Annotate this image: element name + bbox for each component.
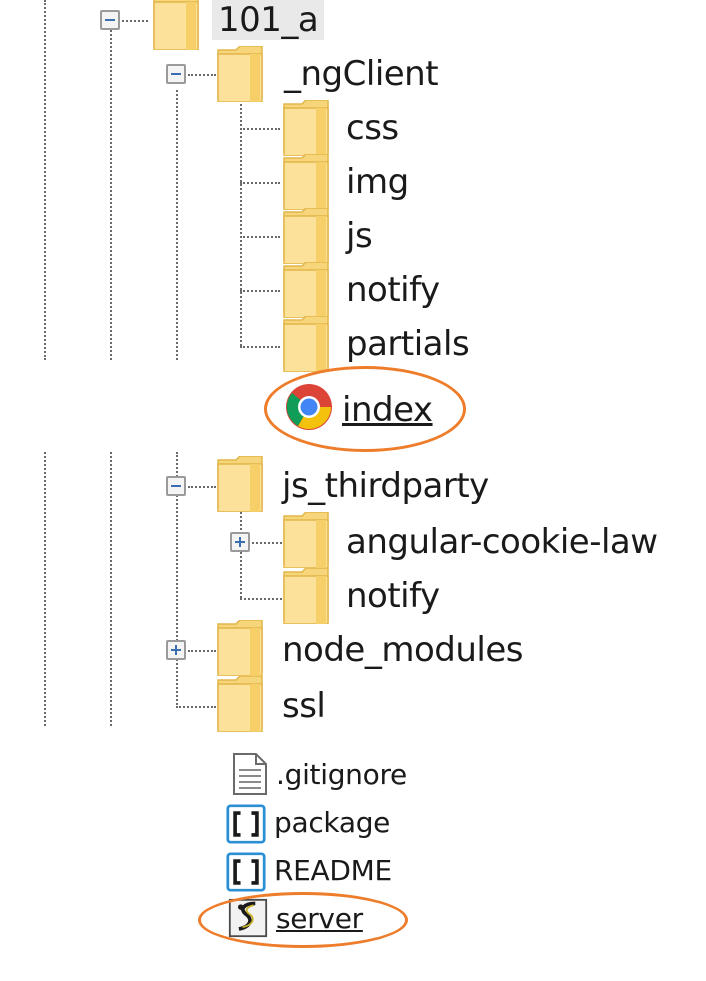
json-brackets-icon xyxy=(226,804,266,844)
folder-icon xyxy=(283,100,329,156)
tree-connector xyxy=(240,290,280,292)
text-file-icon xyxy=(233,753,267,795)
tree-connector xyxy=(252,542,282,544)
tree-connector xyxy=(240,346,280,348)
folder-icon xyxy=(217,676,263,732)
folder-icon xyxy=(283,568,329,624)
tree-guide-line xyxy=(176,452,178,708)
tree-connector xyxy=(122,20,148,22)
tree-item-img[interactable]: img xyxy=(346,162,409,202)
folder-icon xyxy=(283,208,329,264)
tree-guide-line xyxy=(110,452,112,726)
tree-guide-line xyxy=(240,92,242,346)
folder-icon xyxy=(217,46,263,102)
tree-item-ngclient[interactable]: _ngClient xyxy=(284,54,439,94)
tree-connector xyxy=(188,486,216,488)
folder-icon xyxy=(217,456,263,512)
tree-guide-line xyxy=(44,452,46,726)
expand-toggle-node-modules[interactable] xyxy=(166,640,186,660)
tree-item-node-modules[interactable]: node_modules xyxy=(282,630,523,670)
expand-toggle-angular-cookie-law[interactable] xyxy=(230,532,250,552)
tree-item-partials[interactable]: partials xyxy=(346,324,470,364)
folder-icon xyxy=(153,0,199,50)
tree-item-js[interactable]: js xyxy=(346,216,373,256)
tree-item-readme[interactable]: README xyxy=(274,854,392,887)
tree-item-package[interactable]: package xyxy=(274,806,391,839)
json-brackets-icon xyxy=(226,852,266,892)
tree-connector xyxy=(240,182,280,184)
tree-guide-line xyxy=(110,30,112,360)
tree-connector xyxy=(240,598,282,600)
folder-icon xyxy=(283,262,329,318)
tree-connector xyxy=(240,128,280,130)
tree-item-notify-2[interactable]: notify xyxy=(346,576,440,616)
folder-icon xyxy=(283,316,329,372)
folder-icon xyxy=(217,620,263,676)
tree-connector xyxy=(240,236,280,238)
tree-item-ssl[interactable]: ssl xyxy=(282,686,326,726)
tree-connector xyxy=(188,650,216,652)
highlight-oval-server xyxy=(198,892,408,948)
tree-item-angular-cookie-law[interactable]: angular-cookie-law xyxy=(346,522,658,562)
folder-icon xyxy=(283,512,329,568)
tree-item-notify[interactable]: notify xyxy=(346,270,440,310)
collapse-toggle-js-thirdparty[interactable] xyxy=(166,476,186,496)
collapse-toggle-101a[interactable] xyxy=(100,10,120,30)
tree-item-101a[interactable]: 101_a xyxy=(212,0,325,40)
tree-item-js-thirdparty[interactable]: js_thirdparty xyxy=(282,466,489,506)
tree-guide-line xyxy=(176,90,178,360)
tree-connector xyxy=(188,74,216,76)
collapse-toggle-ngclient[interactable] xyxy=(166,64,186,84)
tree-item-css[interactable]: css xyxy=(346,108,399,148)
highlight-oval-index xyxy=(264,366,466,452)
folder-icon xyxy=(283,154,329,210)
tree-item-gitignore[interactable]: .gitignore xyxy=(276,758,407,791)
tree-guide-line xyxy=(44,0,46,360)
tree-connector xyxy=(176,706,216,708)
